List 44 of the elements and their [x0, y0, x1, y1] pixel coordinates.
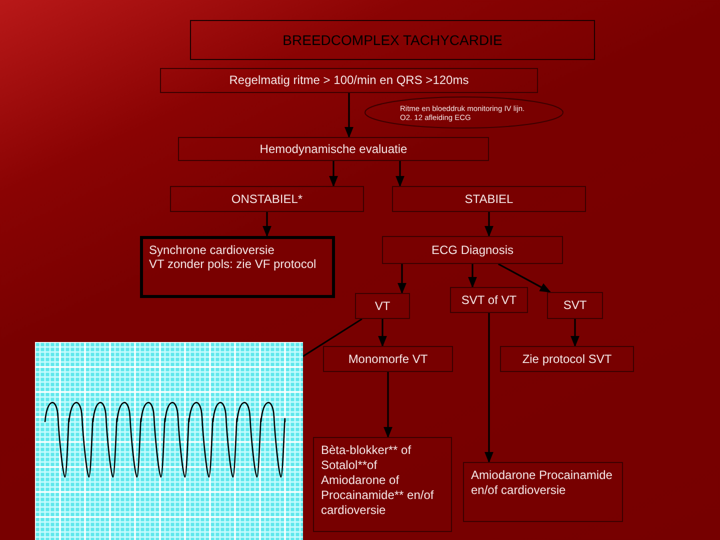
arrow	[329, 161, 338, 188]
picture	[35, 342, 303, 540]
arrow	[398, 264, 406, 294]
process-box	[392, 186, 586, 212]
box-text: Amiodarone Procainamide en/of cardioversie	[471, 468, 614, 498]
box-text: Synchrone cardioversie	[149, 243, 274, 258]
action-box	[140, 236, 335, 298]
leader-line	[302, 318, 362, 357]
arrow	[484, 212, 494, 238]
process-box	[160, 68, 538, 93]
process-box	[178, 137, 489, 161]
arrow	[384, 372, 392, 438]
arrow	[468, 264, 477, 288]
box-text: Monomorfe VT	[348, 352, 428, 366]
process-box	[170, 186, 364, 212]
process-box	[547, 292, 603, 319]
arrow	[498, 263, 552, 293]
arrow	[396, 161, 404, 188]
box-text: VT	[374, 298, 390, 314]
box-text: Regelmatig ritme > 100/min en QRS >120ms	[229, 73, 469, 88]
box-text: ECG Diagnosis	[431, 242, 514, 258]
box-text: ONSTABIEL*	[231, 192, 303, 206]
box-text: Hemodynamische evaluatie	[260, 142, 408, 156]
arrow	[570, 319, 580, 348]
treatment-box	[313, 437, 452, 532]
title-box	[190, 20, 595, 60]
treatment-box	[463, 462, 623, 522]
process-box	[355, 293, 410, 319]
arrow	[378, 319, 387, 348]
process-box	[382, 236, 563, 264]
box-text: SVT	[563, 298, 587, 313]
box-text: SVT of VT	[461, 292, 517, 308]
arrow	[484, 313, 494, 464]
process-box	[323, 346, 453, 372]
box-text: Bèta-blokker** of Sotalol**of Amiodarone of Procainamide** en/of cardioversie	[321, 443, 435, 518]
process-box	[450, 287, 528, 313]
note-ellipse	[364, 96, 564, 129]
title-text: BREEDCOMPLEX TACHYCARDIE	[282, 32, 502, 48]
process-box	[500, 346, 634, 372]
box-text: Zie protocol SVT	[522, 352, 612, 366]
box-text: VT zonder pols: zie VF protocol	[149, 257, 316, 272]
arrow	[262, 212, 272, 238]
arrow	[344, 93, 354, 138]
box-text: STABIEL	[464, 192, 514, 206]
